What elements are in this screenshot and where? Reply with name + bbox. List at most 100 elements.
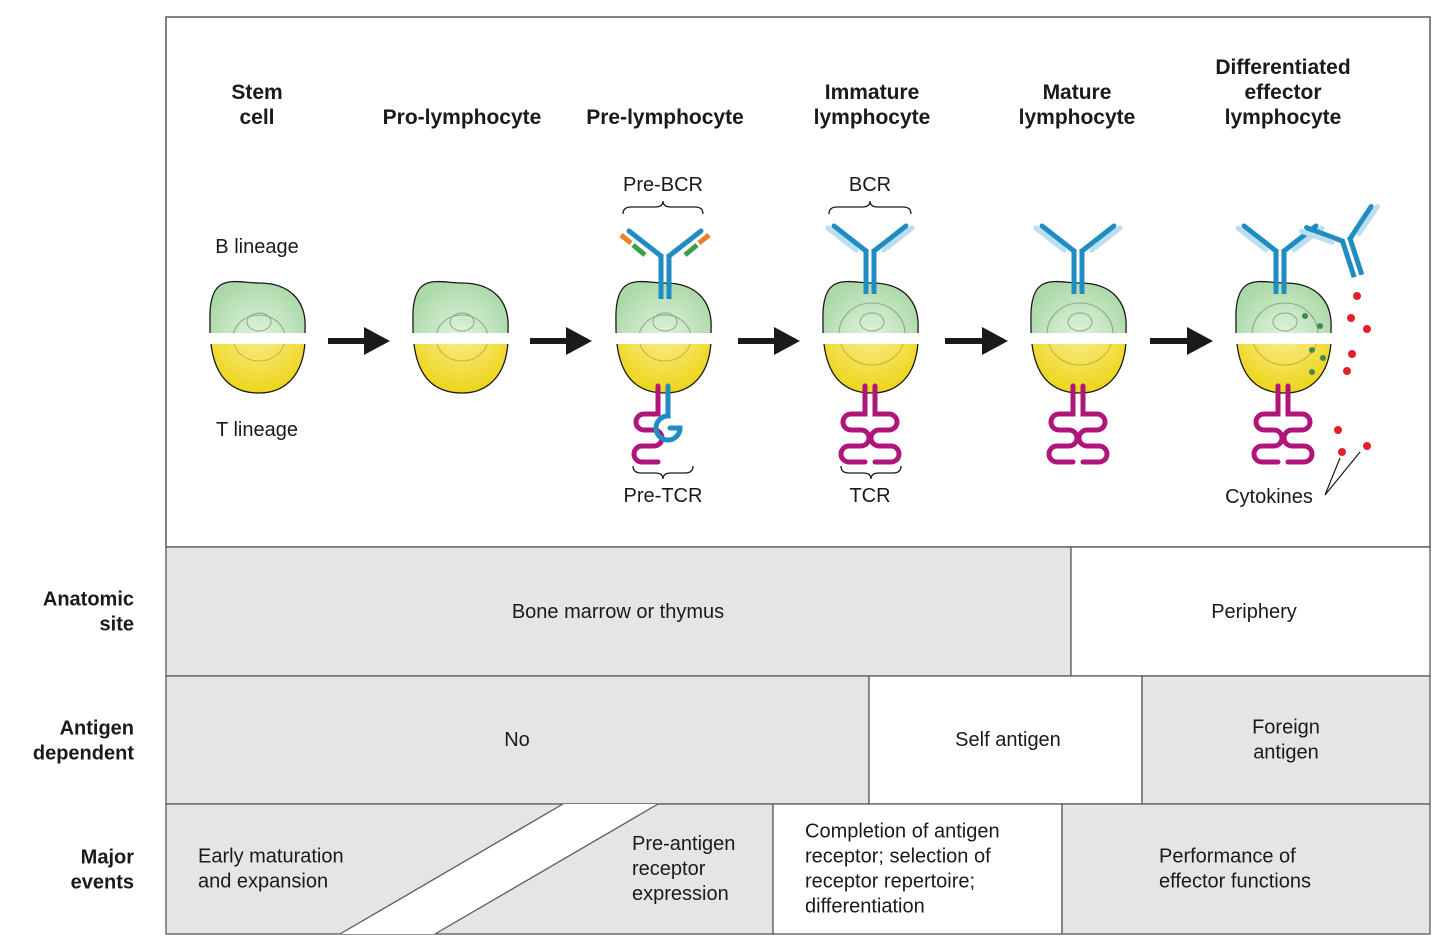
cytokines-label: Cytokines [1225, 486, 1313, 508]
b-cell-half [209, 280, 306, 333]
stage-title-line: lymphocyte [1019, 106, 1136, 129]
granule [1317, 323, 1323, 329]
cytokines-pointer [1324, 451, 1361, 496]
cell-immature [822, 280, 919, 394]
bcr-label: BCR [849, 174, 891, 196]
cell-text-no: No [504, 729, 530, 751]
pre-tcr-label: Pre-TCR [624, 485, 703, 507]
cell-text-bone-marrow-line: Bone marrow or thymus [512, 601, 724, 623]
cytokine-dot [1347, 314, 1355, 322]
stage-title-pro: Pro-lymphocyte [383, 106, 542, 129]
cell-text-foreign-antigen-line: Foreign [1252, 717, 1320, 739]
cell-text-pre-antigen-line: receptor [632, 858, 706, 880]
stage-title-line: Pro-lymphocyte [383, 106, 542, 129]
cytokine-dot [1338, 448, 1346, 456]
pre-bcr-receptor [619, 228, 711, 299]
stage-title-line: Mature [1043, 81, 1112, 104]
tcr-receptor-immature [838, 383, 902, 465]
bcr-brace [828, 200, 912, 215]
stage-arrows [328, 327, 1213, 355]
arrow-head-icon [566, 327, 592, 355]
tcr-brace [840, 465, 902, 480]
nucleus-top [233, 314, 285, 333]
t-cell-half [616, 344, 712, 394]
row-label-antigen-dependent-line: dependent [33, 743, 134, 765]
pre-bcr-label: Pre-BCR [623, 174, 703, 196]
arrow-head-icon [774, 327, 800, 355]
stage-title-line: Immature [825, 81, 920, 104]
nucleus-top [436, 314, 488, 333]
b-cell-half [1235, 280, 1332, 333]
stage-title-line: effector [1244, 81, 1321, 104]
nucleus-bottom [639, 344, 691, 362]
row-label-anatomic-site: Anatomic site [43, 589, 134, 636]
tcr-receptor-mature [1046, 383, 1110, 465]
events-cell-completion [772, 803, 1063, 935]
bcr-receptor-immature [825, 223, 915, 294]
nucleus-top [639, 314, 691, 333]
cell-text-early-maturation-line: and expansion [198, 871, 328, 893]
events-cell-effector [1061, 803, 1431, 935]
antigen-cell-foreign [1141, 675, 1431, 805]
nucleolus [652, 312, 678, 332]
cell-text-periphery: Periphery [1211, 601, 1297, 623]
nucleus-top [1251, 302, 1319, 333]
cytokine-dot [1353, 292, 1361, 300]
properties-table [165, 546, 1431, 935]
cell-text-no-line: No [504, 729, 530, 751]
nucleolus [449, 312, 475, 332]
cell-mature [1030, 280, 1127, 394]
row-label-major-events-line: events [71, 872, 134, 894]
cell-text-completion-line: receptor; selection of [805, 846, 991, 868]
events-diagonal-divider [340, 804, 658, 934]
cell-text-effector-functions-line: Performance of [1159, 846, 1296, 868]
arrow-head-icon [982, 327, 1008, 355]
cytokine-dot [1334, 426, 1342, 434]
t-cell-half [413, 344, 509, 394]
cells [209, 204, 1381, 465]
nucleus-top [838, 302, 906, 333]
nucleolus [1272, 312, 1298, 332]
t-lineage-label: T lineage [216, 419, 298, 441]
pre-tcr-brace [632, 465, 694, 480]
arrow-head-icon [1187, 327, 1213, 355]
cytokine-dots [1334, 292, 1371, 456]
anatomic-cell-periphery [1070, 546, 1431, 677]
cell-text-completion-line: receptor repertoire; [805, 871, 975, 893]
stage-title-line: lymphocyte [814, 106, 931, 129]
row-label-major-events-line: Major [81, 847, 135, 869]
tcr-receptor-effector [1251, 383, 1315, 465]
cell-pro [412, 280, 509, 394]
cytokine-dot [1363, 325, 1371, 333]
tcr-label: TCR [849, 485, 890, 507]
t-cell-half [210, 344, 306, 394]
granule [1302, 313, 1308, 319]
row-label-anatomic-site-line: site [100, 614, 134, 636]
cell-text-self-antigen-line: Self antigen [955, 729, 1061, 751]
row-label-anatomic-site-line: Anatomic [43, 589, 134, 611]
stage-title-pre: Pre-lymphocyte [586, 106, 744, 129]
nucleus-bottom [1253, 344, 1317, 366]
nucleus-top [1046, 302, 1114, 333]
antigen-cell-self [868, 675, 1143, 805]
secreted-antibody [1298, 204, 1381, 279]
cell-text-effector-functions-line: effector functions [1159, 871, 1311, 893]
b-cell-half [1030, 280, 1127, 333]
stage-title-line: Stem [231, 81, 282, 104]
cell-text-self-antigen: Self antigen [955, 729, 1061, 751]
nucleolus [859, 312, 885, 332]
stage-title-line: Differentiated [1215, 56, 1350, 79]
nucleus-bottom [233, 344, 285, 362]
arrow-head-icon [364, 327, 390, 355]
row-label-major-events: Major events [71, 847, 135, 894]
b-cell-half [412, 280, 509, 333]
